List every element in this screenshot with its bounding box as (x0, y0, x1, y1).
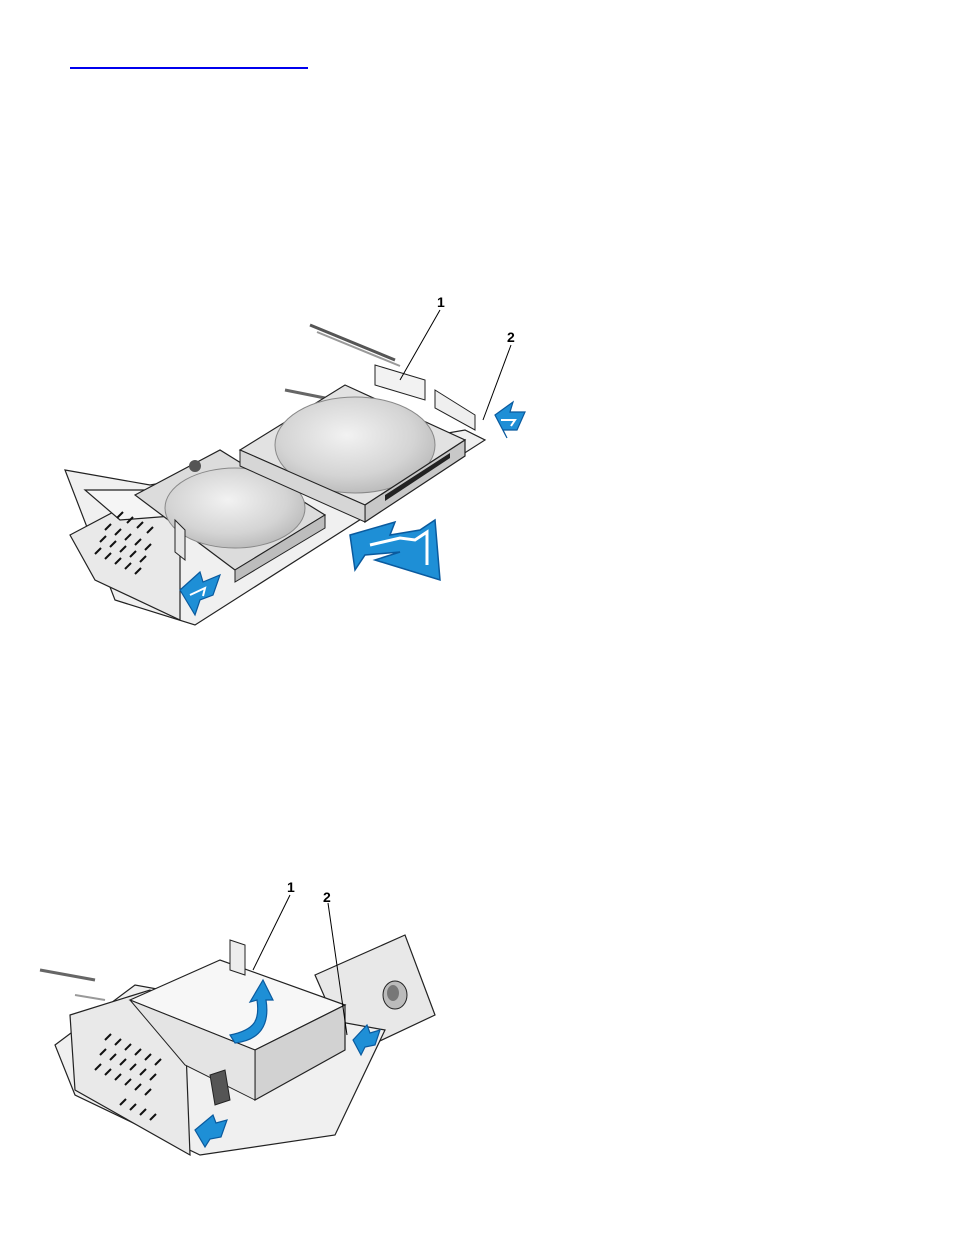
pull-out-arrow (350, 520, 440, 580)
callout-2: 2 (507, 329, 515, 345)
callout-1-fig2: 1 (287, 879, 295, 895)
back-link[interactable] (70, 50, 308, 70)
drive-bay-illustration: 1 2 (35, 875, 445, 1165)
release-arrow-right (495, 402, 525, 438)
drive-removal-illustration: 1 2 (55, 290, 535, 630)
callout-1: 1 (437, 294, 445, 310)
callout-2-fig2: 2 (323, 889, 331, 905)
back-link-underline (70, 67, 308, 69)
